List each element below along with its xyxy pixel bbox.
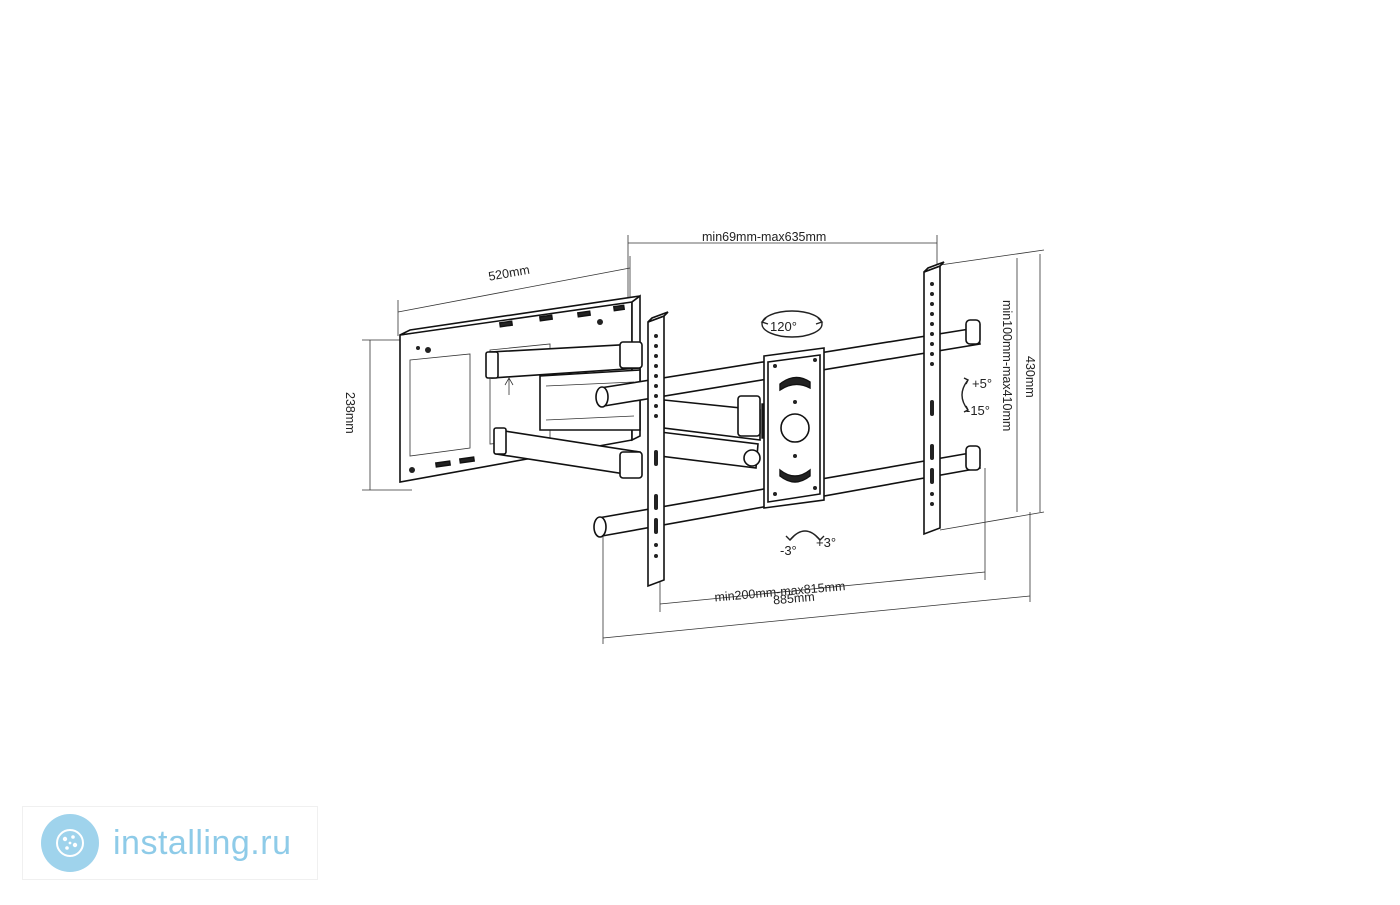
label-roll-left: -3° <box>780 543 797 558</box>
label-430mm: 430mm <box>1023 356 1037 398</box>
globe-icon <box>41 814 99 872</box>
label-vesa-vertical: min100mm-max410mm <box>1000 300 1014 431</box>
dim-extension: min69mm-max635mm <box>627 230 938 300</box>
tv-bracket-right <box>923 261 945 536</box>
label-swivel: 120° <box>770 319 797 334</box>
dim-wall-plate-height: 238mm <box>343 339 412 491</box>
label-tilt-down: -15° <box>966 403 990 418</box>
label-roll-right: +3° <box>816 535 836 550</box>
watermark: installing.ru <box>22 806 318 880</box>
swivel-indicator: 120° <box>760 310 824 338</box>
label-885mm: 885mm <box>772 590 815 608</box>
watermark-text: installing.ru <box>113 823 292 862</box>
tv-bracket-left <box>647 311 669 588</box>
dim-total-height: 430mm <box>939 249 1045 531</box>
bracket-left-holes <box>654 334 658 558</box>
pivot-plate <box>763 347 825 509</box>
dim-total-width: 885mm <box>602 512 1031 644</box>
wall-plate <box>399 294 641 483</box>
label-238mm: 238mm <box>343 392 357 434</box>
bracket-right-holes <box>930 282 934 506</box>
label-520mm: 520mm <box>487 263 530 284</box>
arm-middle <box>659 395 769 469</box>
label-extension: min69mm-max635mm <box>702 230 826 244</box>
dim-vesa-vertical: min100mm-max410mm <box>1000 258 1018 512</box>
tilt-indicator: +5° -15° <box>961 376 992 418</box>
roll-indicator: -3° +3° <box>780 530 836 558</box>
arm-upper-left <box>485 341 643 379</box>
arm-lower-left <box>493 427 643 479</box>
label-tilt-up: +5° <box>972 376 992 391</box>
